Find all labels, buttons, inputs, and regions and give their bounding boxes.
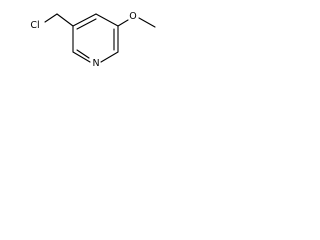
bond-n1-c2 <box>72 51 91 63</box>
bond-cl-ch2 <box>44 13 58 23</box>
oxygen-label: O <box>129 11 136 22</box>
nitrogen-label: N <box>92 58 99 69</box>
structure-diagram: Cl O N <box>30 11 156 69</box>
bond-o-ch3 <box>138 17 156 28</box>
bond-c3-c4-inner <box>76 18 97 30</box>
bond-c5-o <box>117 19 129 27</box>
chlorine-label: Cl <box>30 20 39 31</box>
bond-ch2-c3 <box>56 13 74 27</box>
bond-c4-c5 <box>95 13 119 27</box>
bond-n1-c2-inner <box>76 49 90 59</box>
bond-c6-n1 <box>100 51 119 63</box>
bond-c3-c4 <box>72 13 97 27</box>
